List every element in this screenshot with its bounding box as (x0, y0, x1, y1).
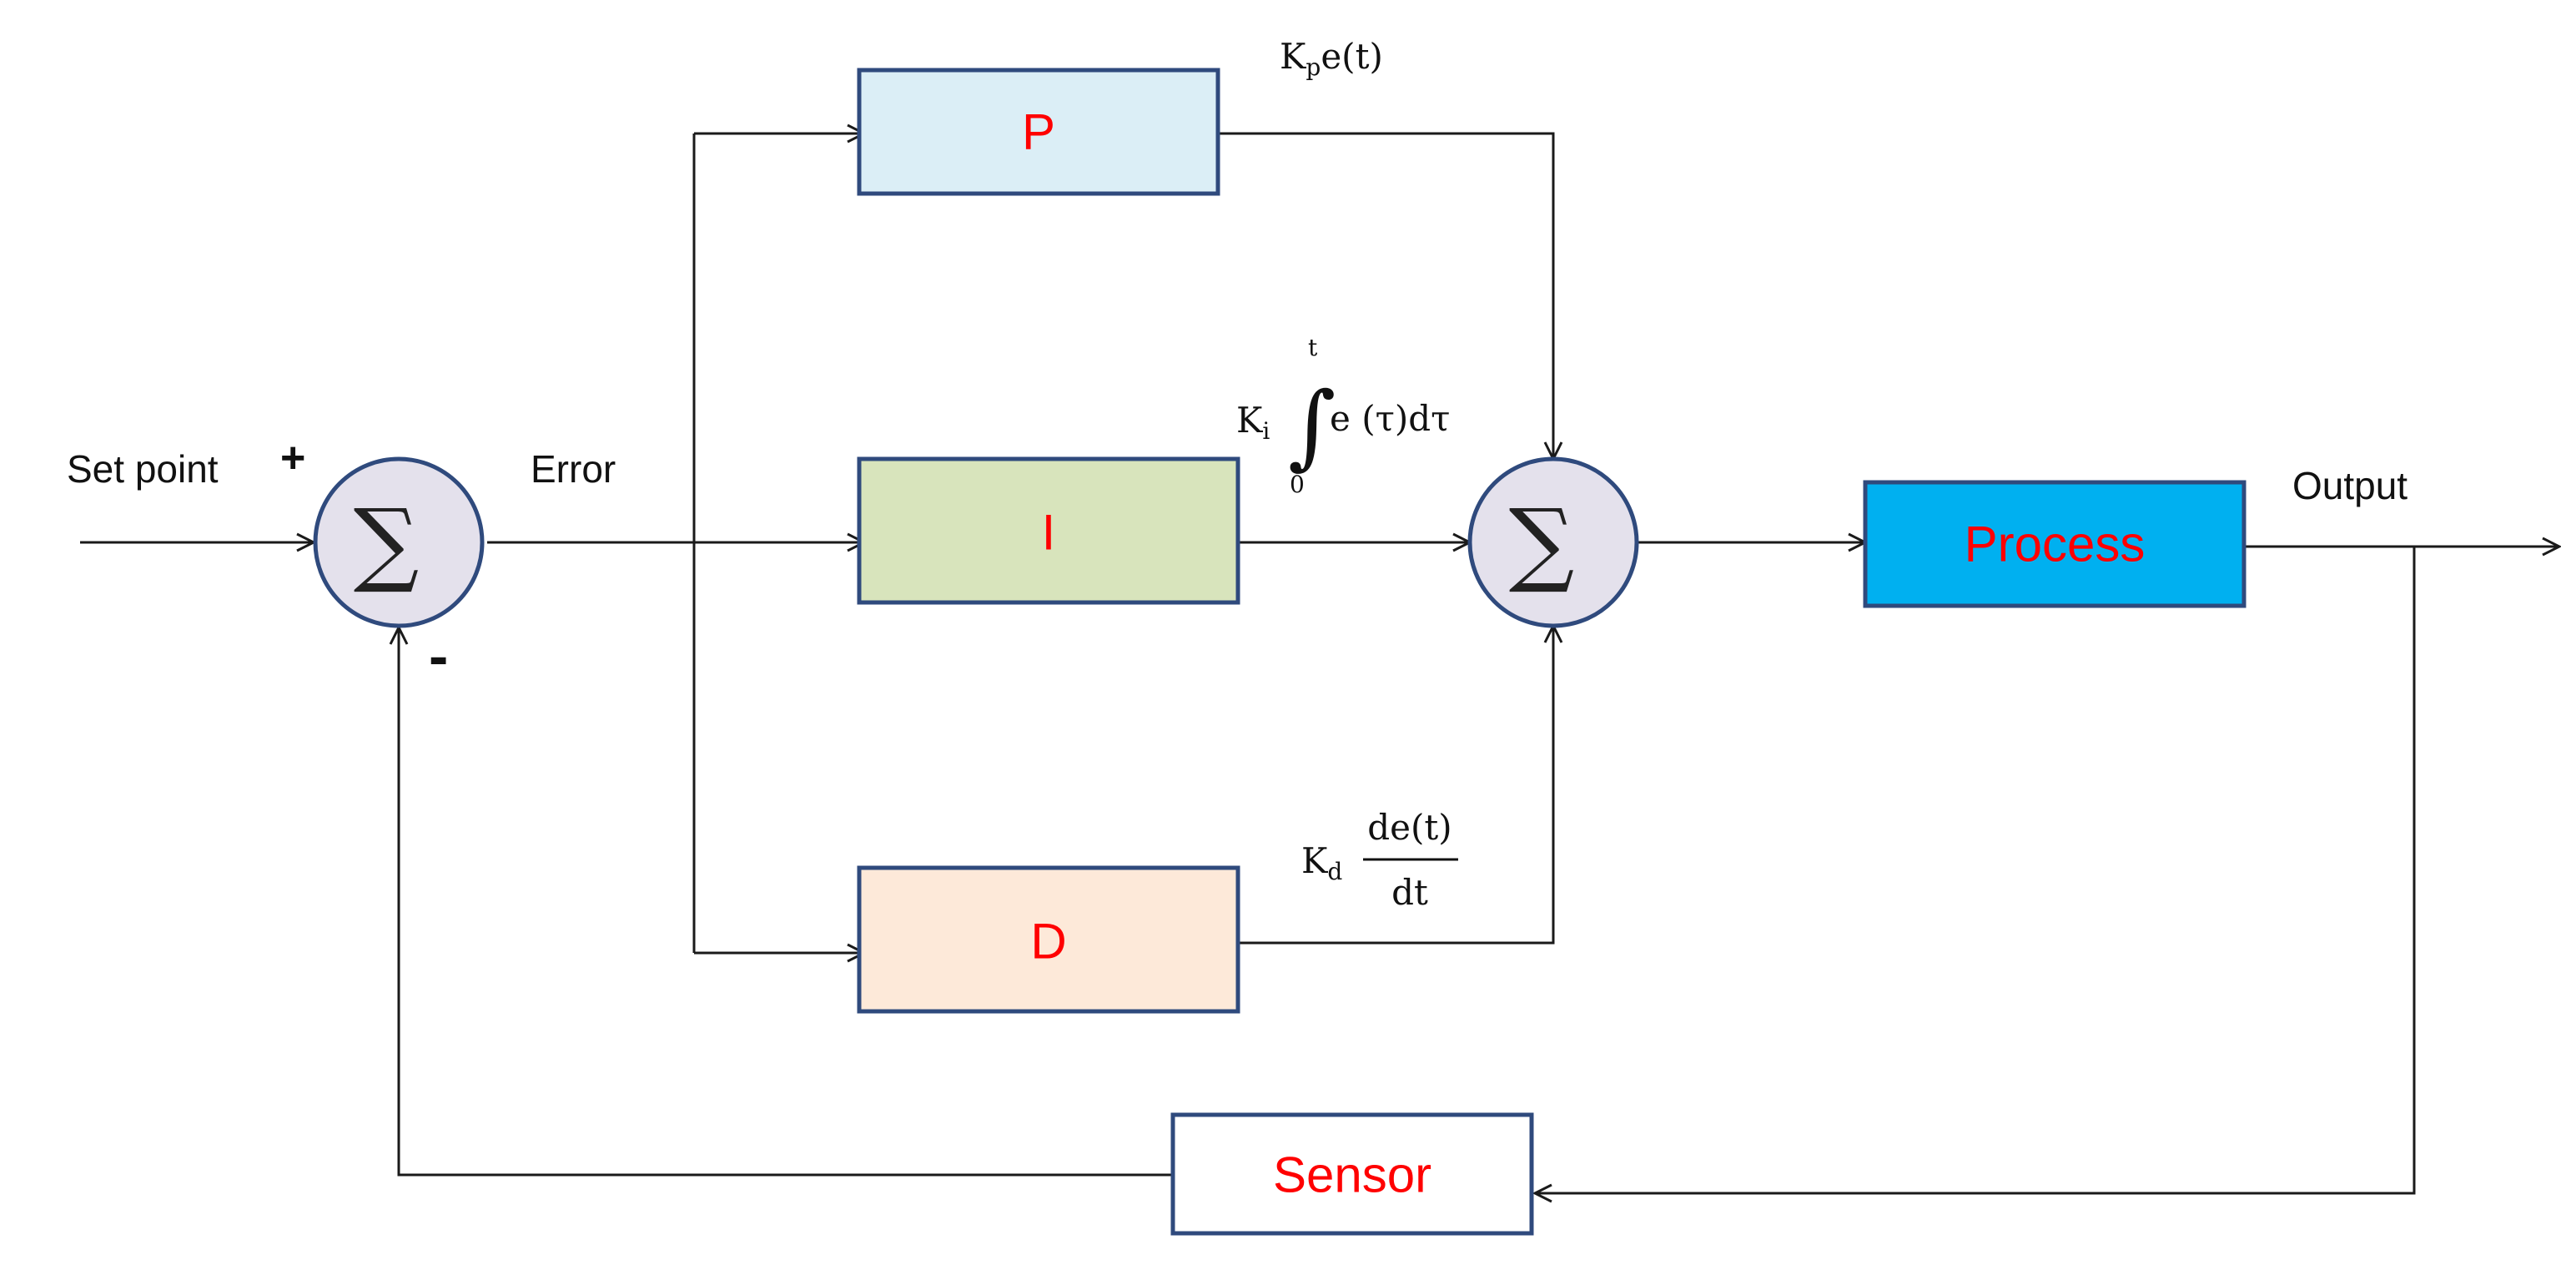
proportional-term: Kpe(t) (1280, 36, 1383, 81)
feedback-to-sensor-wire (1535, 547, 2416, 1193)
error-label: Error (531, 447, 616, 491)
integral-upper-limit: t (1308, 334, 1318, 361)
d-output-wire (1238, 626, 1553, 945)
integral-block: I (857, 456, 1240, 605)
derivative-denominator: dt (1391, 872, 1428, 913)
sensor-to-sum-wire (399, 627, 1173, 1177)
svg-text:Ki: Ki (1236, 400, 1270, 445)
derivative-term: Kd de(t) dt (1301, 807, 1458, 913)
integral-lower-limit: 0 (1290, 471, 1305, 498)
svg-text:Kd: Kd (1301, 840, 1342, 885)
integral-term: Ki ∫ t 0 e (τ)dτ (1236, 334, 1450, 498)
derivative-numerator: de(t) (1367, 807, 1452, 848)
setpoint-label: Set point (67, 447, 219, 491)
sigma-symbol: ∑ (354, 489, 420, 596)
proportional-label: P (1022, 104, 1055, 160)
sigma-symbol: ∑ (1509, 489, 1575, 596)
output-label: Output (2292, 464, 2407, 507)
derivative-block: D (857, 865, 1240, 1014)
minus-sign: - (429, 623, 448, 688)
sensor-block: Sensor (1170, 1112, 1534, 1236)
integral-expression: e (τ)dτ (1330, 398, 1450, 439)
sensor-label: Sensor (1273, 1147, 1431, 1203)
process-block: Process (1863, 480, 2246, 608)
derivative-label: D (1030, 914, 1066, 970)
p-output-wire (1218, 132, 1553, 459)
proportional-block: P (857, 68, 1220, 196)
process-label: Process (1965, 517, 2146, 572)
error-summing-junction: ∑ (313, 456, 485, 628)
output-summing-junction: ∑ (1467, 456, 1639, 628)
integral-label: I (1042, 505, 1056, 561)
plus-sign: + (280, 434, 305, 482)
integral-sign: ∫ (1288, 372, 1336, 479)
